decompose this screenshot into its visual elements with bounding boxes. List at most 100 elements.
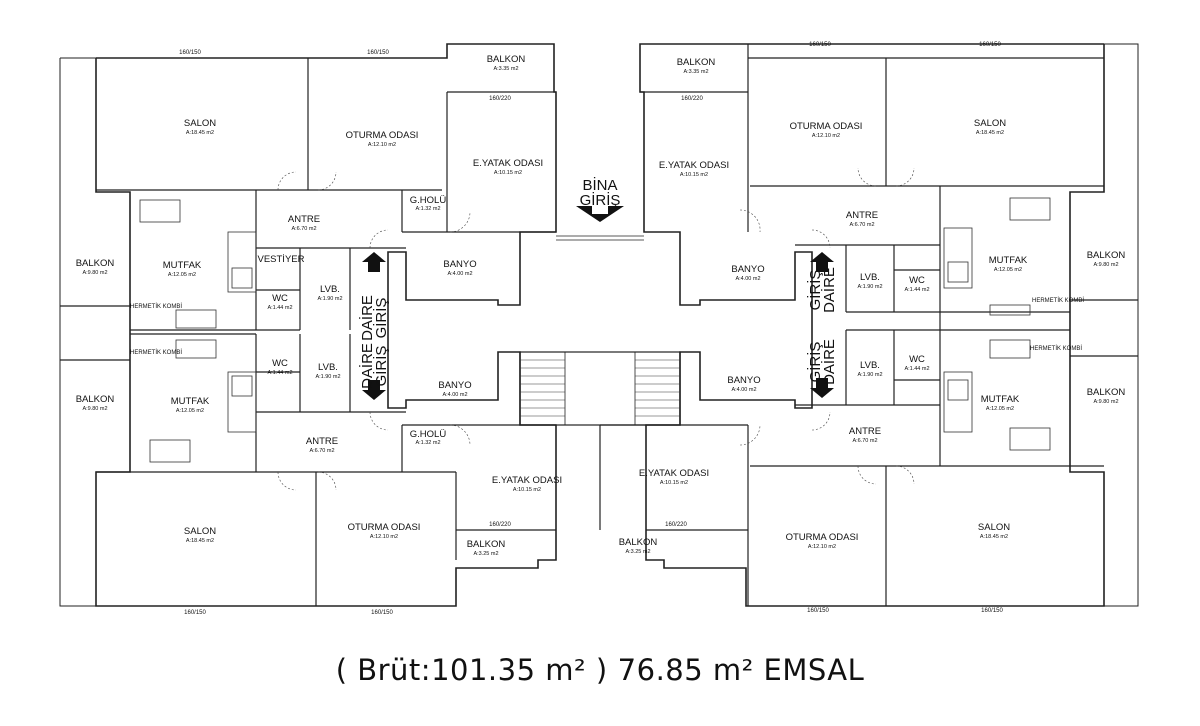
room-balkon-side-bl: BALKON [76,394,115,405]
room-banyo-br: BANYO [727,375,760,386]
area-caption: ( Brüt:101.35 m² ) 76.85 m² EMSAL [0,640,1200,700]
bina-giris-label: GİRİŞ [580,191,621,209]
area-balkon-tl: A:3.35 m2 [493,66,518,72]
stair-treads [520,359,680,417]
area-lvb-bl: A:1.90 m2 [315,374,340,380]
room-salon-tr: SALON [974,118,1006,129]
room-banyo-bl: BANYO [438,380,471,391]
room-balkon-side-br: BALKON [1087,387,1126,398]
bina-entry-arrow [576,206,624,222]
label-vestiyer: VESTİYER [258,254,305,265]
hermetik-label: HERMETİK KOMBİ [1030,345,1082,352]
area-oturma-tr: A:12.10 m2 [812,133,840,139]
room-salon-br: SALON [978,522,1010,533]
room-yatak-br: E.YATAK ODASI [639,468,709,479]
window-label: 160/150 [981,608,1003,614]
area-mutfak-br: A:12.05 m2 [986,406,1014,412]
room-gholu-tl: G.HOLÜ [410,195,447,206]
area-salon-bl: A:18.45 m2 [186,538,214,544]
room-antre-bl: ANTRE [306,436,338,447]
hermetik-label: HERMETİK KOMBİ [130,349,182,356]
room-wc-bl: WC [272,358,288,369]
area-salon-tl: A:18.45 m2 [186,130,214,136]
giris-label-tl: GİRİŞ [372,298,390,339]
room-yatak-tl: E.YATAK ODASI [473,158,543,169]
area-balkon-side-bl: A:9.80 m2 [82,406,107,412]
daire-label-tl: DAİRE [358,295,376,341]
area-banyo-bl: A:4.00 m2 [442,392,467,398]
room-lvb-tl: LVB. [320,284,340,295]
area-oturma-tl: A:12.10 m2 [368,142,396,148]
area-oturma-bl: A:12.10 m2 [370,534,398,540]
window-label: 160/150 [371,610,393,616]
area-balkon-side-br: A:9.80 m2 [1093,399,1118,405]
area-wc-br: A:1.44 m2 [904,366,929,372]
area-oturma-br: A:12.10 m2 [808,544,836,550]
hermetik-label: HERMETİK KOMBİ [1032,297,1084,304]
area-balkon-tr: A:3.35 m2 [683,69,708,75]
area-balkon-bl: A:3.25 m2 [473,551,498,557]
daire-entry-arrow-tr [810,252,834,272]
brut-area: ( Brüt:101.35 m² ) [335,653,608,687]
area-lvb-tl: A:1.90 m2 [317,296,342,302]
room-mutfak-tr: MUTFAK [989,255,1028,266]
room-wc-br: WC [909,354,925,365]
daire-label-bl: DAİRE [358,343,376,389]
area-banyo-tr: A:4.00 m2 [735,276,760,282]
room-antre-tl: ANTRE [288,214,320,225]
window-label: 160/150 [184,610,206,616]
room-balkon-tr: BALKON [677,57,716,68]
room-yatak-tr: E.YATAK ODASI [659,160,729,171]
room-salon-bl: SALON [184,526,216,537]
room-banyo-tl: BANYO [443,259,476,270]
area-mutfak-tr: A:12.05 m2 [994,267,1022,273]
bina-label: BİNA [582,176,617,194]
interior-walls [60,44,1138,606]
room-wc-tl: WC [272,293,288,304]
room-yatak-bl: E.YATAK ODASI [492,475,562,486]
window-label: 160/150 [179,50,201,56]
window-label: 160/150 [979,42,1001,48]
area-salon-br: A:18.45 m2 [980,534,1008,540]
area-wc-bl: A:1.44 m2 [267,370,292,376]
emsal-area: 76.85 m² EMSAL [617,653,865,687]
door-label: 160/220 [665,522,687,528]
area-antre-br: A:6.70 m2 [852,438,877,444]
area-yatak-tl: A:10.15 m2 [494,170,522,176]
area-antre-bl: A:6.70 m2 [309,448,334,454]
room-oturma-tl: OTURMA ODASI [346,130,419,141]
door-swings [277,167,915,491]
area-yatak-bl: A:10.15 m2 [513,487,541,493]
giris-label-tr: GİRİŞ [806,270,824,311]
room-balkon-bl: BALKON [467,539,506,550]
area-lvb-br: A:1.90 m2 [857,372,882,378]
room-salon-tl: SALON [184,118,216,129]
room-oturma-tr: OTURMA ODASI [790,121,863,132]
window-label: 160/150 [367,50,389,56]
room-gholu-bl: G.HOLÜ [410,429,447,440]
room-balkon-tl: BALKON [487,54,526,65]
area-balkon-side-tl: A:9.80 m2 [82,270,107,276]
room-mutfak-tl: MUTFAK [163,260,202,271]
room-balkon-br: BALKON [619,537,658,548]
area-lvb-tr: A:1.90 m2 [857,284,882,290]
daire-label-br: DAİRE [820,339,838,385]
room-lvb-br: LVB. [860,360,880,371]
area-antre-tl: A:6.70 m2 [291,226,316,232]
daire-label-tr: DAİRE [820,267,838,313]
entry-arrows [362,206,834,400]
floor-plan: SALON A:18.45 m2 OTURMA ODASI A:12.10 m2… [59,42,1139,616]
area-yatak-tr: A:10.15 m2 [680,172,708,178]
window-label: 160/150 [807,608,829,614]
room-antre-br: ANTRE [849,426,881,437]
area-balkon-br: A:3.25 m2 [625,549,650,555]
area-yatak-br: A:10.15 m2 [660,480,688,486]
giris-label-bl: GİRİŞ [372,346,390,387]
room-banyo-tr: BANYO [731,264,764,275]
room-oturma-br: OTURMA ODASI [786,532,859,543]
daire-entry-arrow-tl [362,252,386,272]
door-label: 160/220 [489,96,511,102]
area-banyo-br: A:4.00 m2 [731,387,756,393]
area-mutfak-bl: A:12.05 m2 [176,408,204,414]
area-antre-tr: A:6.70 m2 [849,222,874,228]
